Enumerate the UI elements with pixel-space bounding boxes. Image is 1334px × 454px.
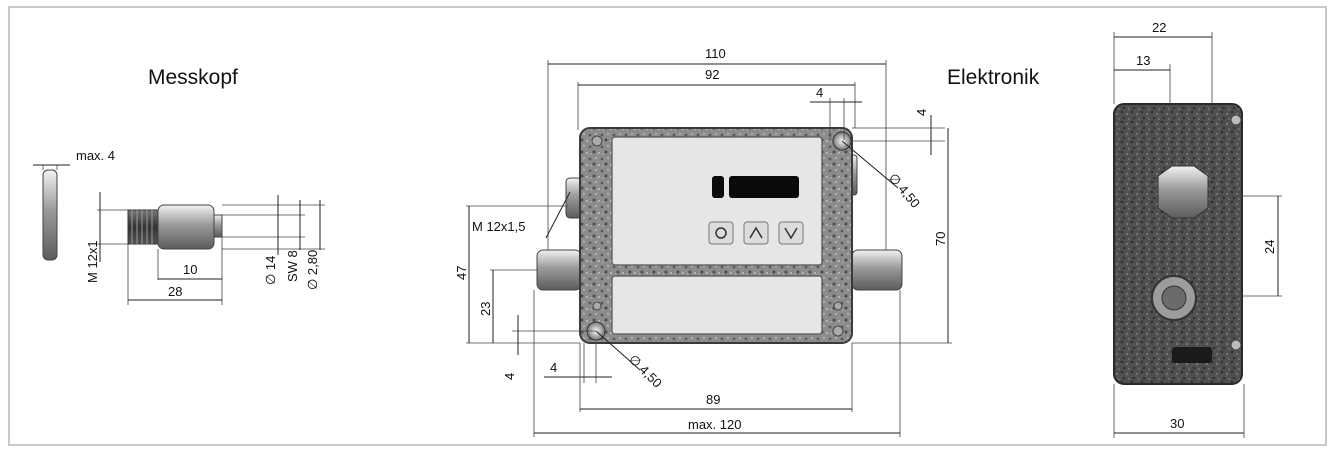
display-panel [611,136,823,266]
side-slot [1172,347,1212,363]
probe-body [157,204,215,250]
electronics-side-view: 22 13 24 30 [1113,20,1282,438]
thread-label: M 12x1,5 [472,219,525,234]
screw-bottom-right [832,325,844,337]
dim-70-label: 70 [933,232,948,246]
screw-mid-left [592,301,602,311]
probe-sw8-label: SW 8 [285,250,300,282]
side-dim-30-label: 30 [1170,416,1184,431]
screw-mid-right [833,301,843,311]
probe-view: Messkopf max. 4 M 12x1 10 28 [33,66,325,305]
cable-gland-left [536,249,582,291]
side-dim-22-label: 22 [1152,20,1166,35]
side-housing [1113,103,1243,385]
probe-maxwidth-label: max. 4 [76,148,115,163]
probe-dia14-label: ∅ 14 [263,256,278,285]
probe-len10-label: 10 [183,262,197,277]
dim-110-label: 110 [705,46,726,61]
dim-4-right-label: 4 [914,109,929,116]
button-down[interactable] [778,221,804,245]
dim-47-label: 47 [454,266,469,280]
cable-gland-right [851,249,903,291]
display-window-small [712,176,724,198]
dim-23-label: 23 [478,302,493,316]
dim-4-top-label: 4 [816,85,823,100]
probe-dia280-label: ∅ 2,80 [305,250,320,290]
probe-len28-label: 28 [168,284,182,299]
probe-thread-label: M 12x1 [85,240,100,283]
dim-max120-label: max. 120 [688,417,741,432]
button-up[interactable] [743,221,769,245]
side-screw-bottom [1230,339,1242,351]
probe-title: Messkopf [148,66,238,89]
screw-top-left [591,135,603,147]
dim-89-label: 89 [706,392,720,407]
probe-tip [213,214,223,238]
dim-92-label: 92 [705,67,719,82]
label-panel [611,275,823,335]
dim-4-horizontal-label: 4 [550,360,557,375]
side-dim-13-label: 13 [1136,53,1150,68]
side-port-upper [1157,165,1209,219]
side-screw-top [1230,114,1242,126]
side-dim-24-label: 24 [1262,240,1277,254]
dim-4-bottom-label: 4 [502,373,517,380]
electronics-front-view: Elektronik 110 92 [454,46,1040,437]
display-window [729,176,799,198]
probe-nut [42,169,58,261]
probe-thread [127,209,159,245]
electronics-title: Elektronik [947,66,1040,89]
button-o[interactable] [708,221,734,245]
